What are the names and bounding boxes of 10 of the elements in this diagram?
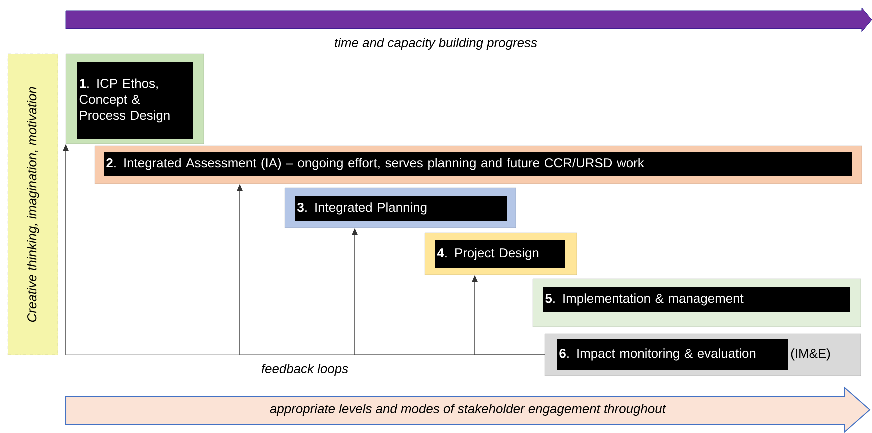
process-box: 1. ICP Ethos, Concept & Process Design <box>66 54 204 144</box>
caption-text: feedback loops <box>262 364 348 376</box>
process-box: 6. Impact monitoring & evaluation (IM&E) <box>545 334 862 376</box>
note-box: Creative thinking, imagination, motivation <box>8 54 58 356</box>
process-box: 4. Project Design <box>425 233 578 276</box>
process-box: 2. Integrated Assessment (IA) – ongoing effort, serves planning and future CCR/URSD work <box>95 146 862 184</box>
arrow-band: appropriate levels and modes of stakeholder engagement throughout <box>66 386 871 433</box>
caption-text: time and capacity building progress <box>335 38 538 50</box>
process-box: 3. Integrated Planning <box>285 188 516 228</box>
process-box: 5. Implementation & management <box>533 279 862 328</box>
